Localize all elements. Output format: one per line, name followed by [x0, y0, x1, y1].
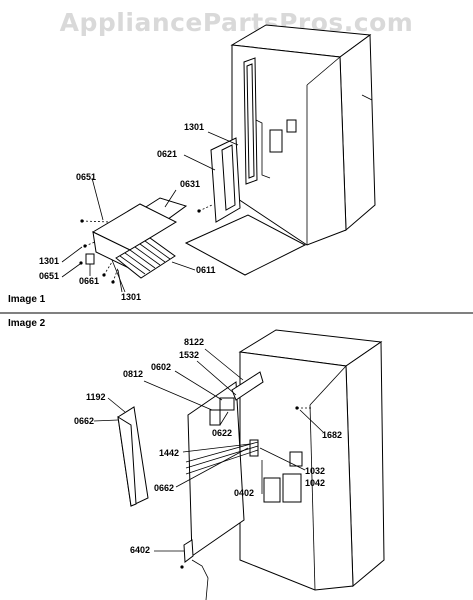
part-label-1032[interactable]: 1032: [305, 466, 326, 476]
image1-cabinet: [184, 24, 376, 276]
image2-cabinet: [238, 329, 385, 591]
part-label-0611[interactable]: 0611: [196, 265, 216, 275]
part-label-0621[interactable]: 0621: [157, 149, 178, 159]
part-label-8122[interactable]: 8122: [184, 337, 205, 347]
part-label-0631[interactable]: 0631: [180, 179, 201, 189]
part-label-1532[interactable]: 1532: [179, 350, 200, 360]
image2-leaders: [93, 348, 324, 552]
part-label-0602[interactable]: 0602: [151, 362, 172, 372]
part-label-0812[interactable]: 0812: [123, 369, 144, 379]
part-label-0651[interactable]: 0651: [39, 271, 60, 281]
image1-panels: [79, 137, 241, 284]
part-label-0662[interactable]: 0662: [74, 416, 95, 426]
part-label-0661[interactable]: 0661: [79, 276, 100, 286]
part-label-0402[interactable]: 0402: [234, 488, 255, 498]
part-label-1042[interactable]: 1042: [305, 478, 326, 488]
part-label-1301[interactable]: 1301: [121, 292, 142, 302]
image1-leaders: [61, 131, 239, 293]
part-label-0622[interactable]: 0622: [212, 428, 233, 438]
watermark: AppliancePartsPros.com: [59, 8, 414, 37]
section-title-image-1: Image 1: [8, 294, 46, 305]
part-label-0662[interactable]: 0662: [154, 483, 175, 493]
part-label-1682[interactable]: 1682: [322, 430, 343, 440]
section-title-image-2: Image 2: [8, 318, 46, 329]
part-label-1301[interactable]: 1301: [39, 256, 60, 266]
part-label-1192[interactable]: 1192: [86, 392, 106, 402]
part-label-0651[interactable]: 0651: [76, 172, 97, 182]
image2-panel: [117, 371, 264, 600]
part-label-1301[interactable]: 1301: [184, 122, 205, 132]
part-label-6402[interactable]: 6402: [130, 545, 151, 555]
part-label-1442[interactable]: 1442: [159, 448, 180, 458]
